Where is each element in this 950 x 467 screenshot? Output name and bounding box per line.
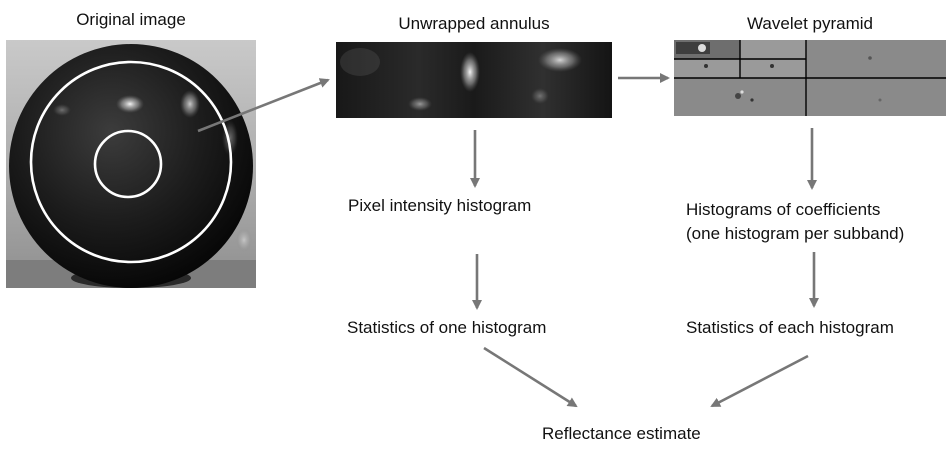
stats-one-histogram-label: Statistics of one histogram: [347, 318, 547, 337]
original-image-title: Original image: [76, 10, 186, 29]
reflectance-estimate-label: Reflectance estimate: [542, 424, 701, 443]
unwrapped-annulus-image: [336, 42, 612, 118]
original-image: [6, 40, 256, 288]
wavelet-pyramid-image: [674, 40, 946, 116]
arrow-stats-one-to-reflectance: [483, 346, 578, 408]
sphere: [9, 44, 253, 288]
wavelet-pyramid-title: Wavelet pyramid: [747, 14, 873, 33]
coefficient-histograms-sublabel: (one histogram per subband): [686, 224, 905, 243]
arrow-stats-each-to-reflectance: [710, 354, 809, 408]
inner-ring: [93, 129, 163, 199]
outer-ring: [29, 60, 233, 264]
pixel-histogram-label: Pixel intensity histogram: [348, 196, 532, 215]
arrow-original-to-unwrapped: [197, 78, 330, 133]
coefficient-histograms-label: Histograms of coefficients: [686, 200, 881, 219]
subband-dividers: [674, 40, 946, 116]
unwrapped-annulus-title: Unwrapped annulus: [398, 14, 550, 33]
stats-each-histogram-label: Statistics of each histogram: [686, 318, 894, 337]
specular-highlight: [116, 95, 144, 113]
